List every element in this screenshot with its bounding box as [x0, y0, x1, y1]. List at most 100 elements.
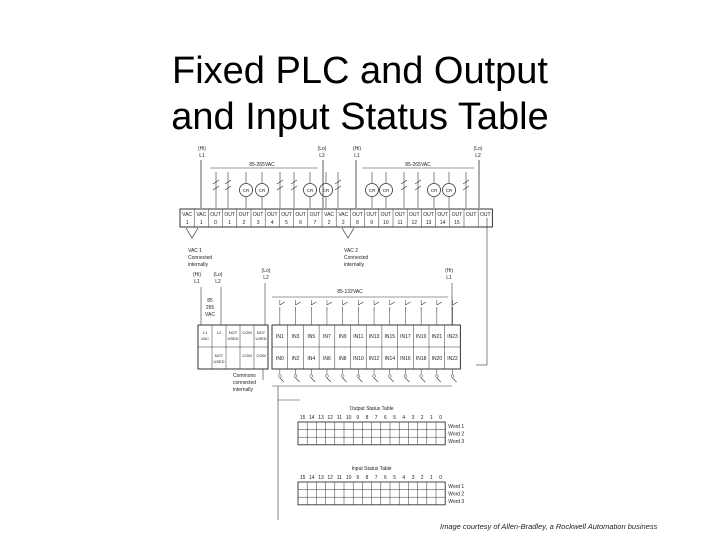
input-terminal-lower-label: IN2 — [292, 356, 300, 362]
input-terminal-upper-label: IN11 — [353, 334, 363, 340]
output-status-table-bit-label: 13 — [318, 415, 324, 421]
output-terminal-number: 7 — [314, 220, 317, 226]
input-terminal-lower-label: IN14 — [384, 356, 395, 362]
fuse-mark-4 — [334, 179, 342, 191]
input-status-table-bit-label: 8 — [366, 475, 369, 481]
left-block-label: VAC — [201, 336, 209, 341]
vac2-bracket — [341, 227, 355, 239]
input-terminal-upper-label: IN21 — [432, 334, 443, 340]
output-terminal-number: 13 — [426, 220, 432, 226]
output-terminal-header: OUT — [239, 212, 250, 218]
input-lower-switch-2 — [311, 377, 316, 383]
fuse-mark-5 — [400, 179, 408, 191]
output-status-table-bit-label: 3 — [412, 415, 415, 421]
output-status-table-bit-label: 9 — [356, 415, 359, 421]
output-terminal-number: 5 — [285, 220, 288, 226]
power-voltage-label: 85 — [207, 298, 213, 304]
power-voltage-label: 265 — [206, 305, 215, 311]
input-terminal-upper-label: IN15 — [384, 334, 395, 340]
fuse-mark-0 — [212, 179, 220, 191]
input-status-table-bit-label: 4 — [402, 475, 405, 481]
input-lower-switch-6 — [373, 377, 379, 383]
input-lower-contact-10 — [435, 374, 439, 378]
input-terminal-upper-label: IN17 — [400, 334, 411, 340]
fuse-mark-7 — [462, 179, 470, 191]
input-status-table-bit-label: 1 — [430, 475, 433, 481]
output-terminal-header: OUT — [423, 212, 434, 218]
top-left-phase-label: (Hi) — [198, 146, 206, 152]
output-terminal-number: 1 — [186, 220, 189, 226]
output-terminal-header: OUT — [395, 212, 406, 218]
load-coil-4 — [365, 183, 379, 197]
input-terminal-upper-label: IN9 — [339, 334, 347, 340]
input-status-table-bit-label: 11 — [337, 475, 342, 481]
input-terminal-lower-label: IN22 — [447, 356, 458, 362]
power-voltage-label: VAC — [205, 312, 215, 318]
output-terminal-number: 2 — [243, 220, 246, 226]
load-coil-3 — [319, 183, 333, 197]
output-status-table-bit-label: 14 — [309, 415, 315, 421]
input-terminal-lower-label: IN8 — [339, 356, 347, 362]
left-block-label: NOT — [257, 330, 266, 335]
input-lower-contact-7 — [388, 374, 392, 378]
input-switch-8 — [405, 301, 411, 311]
input-status-table-bit-label: 12 — [327, 475, 333, 481]
output-status-table-word-label: Word 3 — [448, 439, 464, 445]
input-lower-switch-1 — [295, 377, 300, 383]
output-status-table-word-label: Word 1 — [448, 424, 464, 430]
vac1-note-line: VAC 1 — [188, 248, 202, 254]
output-terminal-number: 9 — [370, 220, 373, 226]
input-lower-switch-3 — [326, 377, 332, 383]
input-lower-switch-10 — [436, 377, 442, 383]
slide-title: Fixed PLC and Output and Input Status Ta… — [0, 48, 720, 140]
title-line-2: and Input Status Table — [171, 96, 549, 138]
vac2-note-line: VAC 2 — [344, 248, 358, 254]
left-block-label: L1 — [203, 330, 208, 335]
input-terminal-upper-label: IN23 — [447, 334, 458, 340]
input-status-table-bit-label: 15 — [300, 475, 306, 481]
input-switch-5 — [358, 301, 364, 311]
input-lower-switch-7 — [389, 377, 394, 383]
top-left-voltage-label: 85-265VAC — [249, 162, 275, 168]
power-l2-label: L2 — [215, 279, 221, 285]
output-status-table-title: Output Status Table — [350, 406, 394, 412]
input-terminal-lower-label: IN4 — [307, 356, 315, 362]
input-terminal-lower-label: IN20 — [432, 356, 443, 362]
input-switch-3 — [326, 301, 333, 311]
output-status-table-bit-label: 11 — [337, 415, 342, 421]
top-left-neutral-label: (Lo) — [318, 146, 327, 152]
input-status-table-word-label: Word 2 — [448, 492, 464, 498]
input-terminal-lower-label: IN10 — [353, 356, 364, 362]
input-terminal-upper-label: IN13 — [369, 334, 380, 340]
input-status-table-bit-label: 10 — [346, 475, 352, 481]
output-status-table-bit-label: 5 — [393, 415, 396, 421]
output-status-table-bit-label: 10 — [346, 415, 352, 421]
left-block-label: USED — [255, 336, 266, 341]
output-terminal-header: OUT — [466, 212, 477, 218]
output-terminal-number: 2 — [342, 220, 345, 226]
left-block-label: COM — [242, 353, 251, 358]
output-terminal-header: VAC — [196, 212, 206, 218]
vac2-note-line: Connected — [344, 255, 368, 261]
load-coil-label-6: CR — [431, 188, 438, 193]
input-terminal-upper-label: IN1 — [276, 334, 284, 340]
input-voltage-label: 85-132VAC — [337, 289, 363, 295]
input-lower-contact-0 — [278, 374, 282, 378]
output-terminal-header: OUT — [295, 212, 306, 218]
left-block-label: COM — [242, 330, 251, 335]
output-status-table-bit-label: 2 — [421, 415, 424, 421]
load-coil-0 — [239, 183, 253, 197]
input-lower-switch-11 — [452, 377, 457, 383]
output-terminal-header: OUT — [281, 212, 292, 218]
output-terminal-header: OUT — [352, 212, 363, 218]
output-terminal-header: OUT — [437, 212, 448, 218]
power-lo-label: (Lo) — [214, 272, 223, 278]
input-switch-10 — [436, 301, 443, 311]
output-terminal-number: 2 — [328, 220, 331, 226]
power-hi-label: (Hi) — [193, 272, 201, 278]
input-terminal-upper-label: IN19 — [416, 334, 427, 340]
input-terminal-upper-label: IN5 — [307, 334, 315, 340]
input-l1-label: L1 — [446, 275, 452, 281]
input-status-table-word-label: Word 1 — [448, 484, 464, 490]
top-right-voltage-label: 85-265VAC — [405, 162, 431, 168]
